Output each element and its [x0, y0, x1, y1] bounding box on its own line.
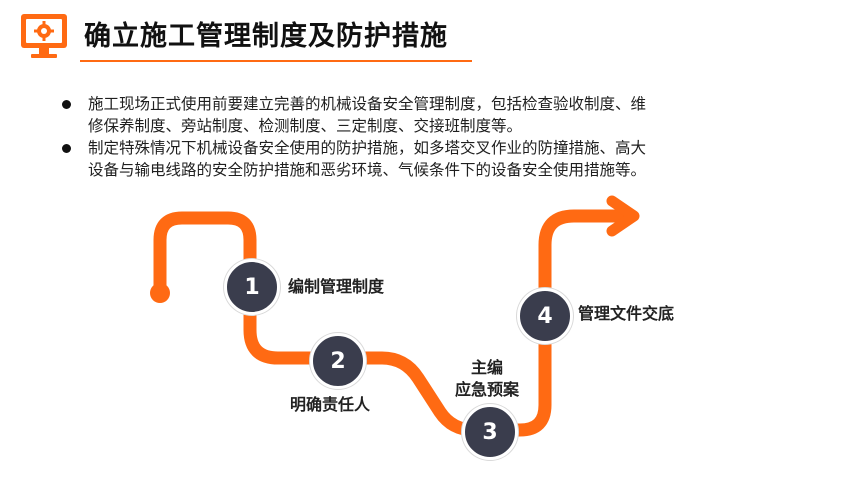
bullet-text-line: 修保养制度、旁站制度、检测制度、三定制度、交接班制度等。	[88, 117, 523, 135]
step-4-badge: 4	[517, 288, 573, 344]
bullet-text-line: 设备与输电线路的安全防护措施和恶劣环境、气候条件下的设备安全使用措施等。	[88, 161, 647, 179]
step-4-label: 管理文件交底	[578, 304, 675, 323]
step-1-label: 编制管理制度	[288, 277, 385, 296]
step-3-label-line: 主编	[470, 358, 503, 377]
bullet-item: 施工现场正式使用前要建立完善的机械设备安全管理制度，包括检查验收制度、维 修保养…	[60, 93, 800, 137]
step-3-badge: 3	[462, 404, 518, 460]
bullet-item: 制定特殊情况下机械设备安全使用的防护措施，如多塔交叉作业的防撞措施、高大 设备与…	[60, 137, 800, 181]
step-3-label: 主编 应急预案	[447, 357, 527, 401]
arrow-head-icon	[606, 195, 640, 237]
title-underline	[80, 60, 472, 62]
bullet-dot-icon	[62, 100, 71, 109]
step-1-badge: 1	[224, 259, 280, 315]
step-3-label-line: 应急预案	[454, 380, 519, 399]
bullet-dot-icon	[62, 144, 71, 153]
monitor-gear-icon	[21, 14, 67, 58]
bullet-text-line: 施工现场正式使用前要建立完善的机械设备安全管理制度，包括检查验收制度、维	[88, 95, 647, 113]
step-2-label: 明确责任人	[290, 395, 371, 414]
step-2-badge: 2	[310, 333, 366, 389]
page-title: 确立施工管理制度及防护措施	[84, 21, 448, 52]
bullet-text-line: 制定特殊情况下机械设备安全使用的防护措施，如多塔交叉作业的防撞措施、高大	[88, 139, 647, 157]
flow-start-dot	[150, 283, 170, 303]
bullet-list: 施工现场正式使用前要建立完善的机械设备安全管理制度，包括检查验收制度、维 修保养…	[60, 93, 800, 181]
